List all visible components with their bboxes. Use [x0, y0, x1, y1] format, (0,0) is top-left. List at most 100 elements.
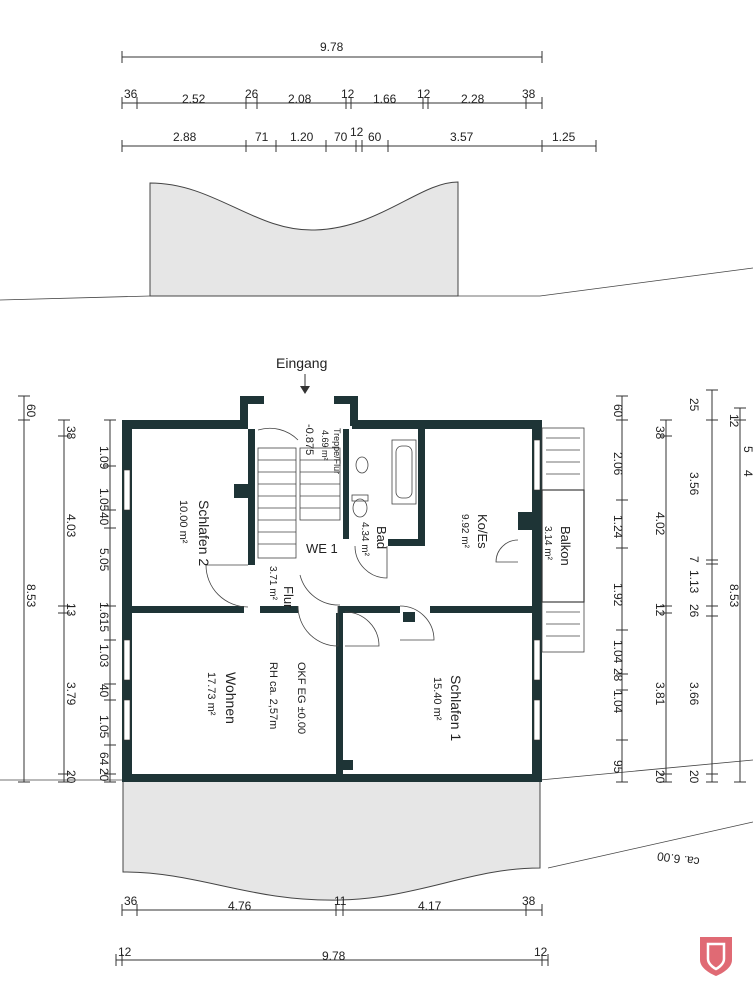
dim-left-inner-3: 5.05 — [97, 548, 111, 572]
dim-top-r3-3: 70 — [334, 130, 348, 144]
dim-right-a-1: 2.06 — [611, 452, 625, 476]
dim-overall-top: 9.78 — [320, 40, 344, 54]
dim-left-inner-4: 1.615 — [97, 602, 111, 632]
dim-right-c-5: 3.66 — [687, 682, 701, 706]
balcony — [541, 427, 585, 653]
dim-right-a-5: 28 — [611, 668, 625, 682]
dim-left-inner-8: 64 — [97, 752, 111, 766]
dim-right-a-4: 1.04 — [611, 640, 625, 664]
dim-right-a-3: 1.92 — [611, 583, 625, 607]
right-dimension-chains: 60 2.06 1.24 1.92 1.04 28 1.04 95 38 4.0… — [611, 389, 753, 784]
room-balkon-area: 3.14 m² — [542, 526, 553, 561]
dim-right-d-0: 12 — [727, 414, 741, 428]
dim-left-inner-1: 1.05 — [97, 488, 111, 512]
building-walls — [122, 396, 542, 782]
room-koes-area: 9.92 m² — [459, 514, 470, 549]
entrance: Eingang — [276, 355, 327, 394]
dim-top-r3-6: 3.57 — [450, 130, 474, 144]
room-schlafen2-name: Schlafen 2 — [196, 500, 212, 566]
rh-label: RH ca. 2,57m — [267, 662, 279, 729]
dim-top-r2-3: 2.08 — [288, 92, 312, 106]
room-balkon-name: Balkon — [558, 526, 573, 566]
dim-left-inner-7: 1.05 — [97, 715, 111, 739]
dim-bottom-r1-2: 11 — [334, 894, 347, 908]
room-wohnen-area: 17.73 m² — [205, 672, 217, 716]
dim-top-r2-5: 1.66 — [373, 92, 397, 106]
dim-right-c-6: 20 — [687, 770, 701, 784]
room-bad-area: 4.34 m² — [359, 522, 370, 557]
site-dim: ca. 6.00 — [656, 849, 701, 869]
room-treppe-name: Treppe/Flur — [332, 428, 342, 474]
dim-top-r2-8: 38 — [522, 87, 536, 101]
room-koes-name: Ko/Es — [475, 514, 490, 549]
room-wohnen-name: Wohnen — [223, 672, 239, 724]
room-bad-name: Bad — [374, 526, 389, 549]
dim-bottom-r1-4: 38 — [522, 894, 536, 908]
bathroom-fixtures — [351, 439, 417, 518]
dim-left-outer-1: 8.53 — [24, 584, 38, 608]
bottom-dimension-chain: 36 4.76 11 4.17 38 12 9.78 12 — [115, 894, 549, 966]
room-flur-name: Flur — [281, 586, 296, 609]
dim-top-r3-7: 1.25 — [552, 130, 576, 144]
dim-left-inner-2: 40 — [97, 512, 111, 526]
dim-top-r3-1: 71 — [255, 130, 269, 144]
dim-bottom-r1-0: 36 — [124, 894, 138, 908]
doors — [205, 539, 519, 647]
dim-right-a-7: 95 — [611, 760, 625, 774]
dim-bottom-r2-1: 9.78 — [322, 949, 346, 963]
dim-right-b-3: 3.81 — [653, 682, 667, 706]
dim-top-r2-0: 36 — [124, 87, 138, 101]
dim-top-r3-5: 60 — [368, 130, 382, 144]
dim-left-inner-0: 1.09 — [97, 446, 111, 470]
dim-right-b-2: 12 — [653, 603, 667, 617]
dim-top-r3-0: 2.88 — [173, 130, 197, 144]
dim-left-mid-3: 3.79 — [64, 682, 78, 706]
dim-left-outer-0: 60 — [24, 404, 38, 418]
entrance-label: Eingang — [276, 355, 327, 371]
dim-top-r2-2: 26 — [245, 87, 259, 101]
dim-bottom-r2-2: 12 — [534, 945, 548, 959]
room-schlafen1-area: 15.40 m² — [431, 677, 443, 721]
room-labels: Schlafen 2 10.00 m² Treppe/Flur 4.69 m² … — [177, 424, 573, 741]
dim-right-b-4: 20 — [653, 770, 667, 784]
dim-bottom-r2-0: 12 — [118, 945, 132, 959]
dim-right-c-3: 1.13 — [687, 570, 701, 594]
room-schlafen2-area: 10.00 m² — [177, 500, 189, 544]
dim-left-inner-6: 40 — [97, 684, 111, 698]
dim-right-c-2: 7 — [687, 556, 701, 563]
room-schlafen1-name: Schlafen 1 — [448, 675, 464, 741]
dim-right-d-1: 8.53 — [727, 584, 741, 608]
room-flur-area: 3.71 m² — [267, 566, 278, 601]
dim-right-c-1: 3.56 — [687, 472, 701, 496]
dim-right-corner-1: 4 — [741, 470, 753, 477]
dim-left-inner-5: 1.03 — [97, 644, 111, 668]
dim-left-mid-4: 20 — [64, 770, 78, 784]
dim-left-mid-1: 4.03 — [64, 514, 78, 538]
terrain-bottom: ca. 6.00 — [0, 759, 753, 901]
dim-top-r2-4: 12 — [341, 87, 355, 101]
dim-left-mid-0: 38 — [64, 426, 78, 440]
dim-right-corner-0: 5 — [741, 446, 753, 453]
top-dimension-chain: 9.78 36 2.52 26 2.08 12 1.66 12 2.28 38 … — [121, 40, 597, 152]
stairs — [257, 427, 341, 559]
dim-bottom-r1-3: 4.17 — [418, 899, 442, 913]
terrain-top — [0, 181, 753, 301]
room-treppe-area: 4.69 m² — [320, 430, 330, 461]
dim-left-inner-9: 20 — [97, 768, 111, 782]
dim-top-r3-4: 12 — [350, 125, 364, 139]
okf-label: OKF EG ±0.00 — [295, 662, 307, 734]
dim-top-r3-2: 1.20 — [290, 130, 314, 144]
dim-left-mid-2: 13 — [64, 603, 78, 617]
dim-right-c-4: 26 — [687, 604, 701, 618]
dim-right-a-6: 1.04 — [611, 690, 625, 714]
dim-right-b-1: 4.02 — [653, 512, 667, 536]
dim-top-r2-1: 2.52 — [182, 92, 206, 106]
dim-right-c-0: 25 — [687, 398, 701, 412]
brand-shield-icon — [696, 934, 736, 978]
left-dimension-chains: 60 8.53 38 4.03 13 3.79 20 1.09 1.05 40 … — [18, 395, 116, 784]
dim-right-a-0: 60 — [611, 404, 625, 418]
dim-top-r2-6: 12 — [417, 87, 431, 101]
dim-right-a-2: 1.24 — [611, 515, 625, 539]
unit-label: WE 1 — [306, 541, 338, 556]
